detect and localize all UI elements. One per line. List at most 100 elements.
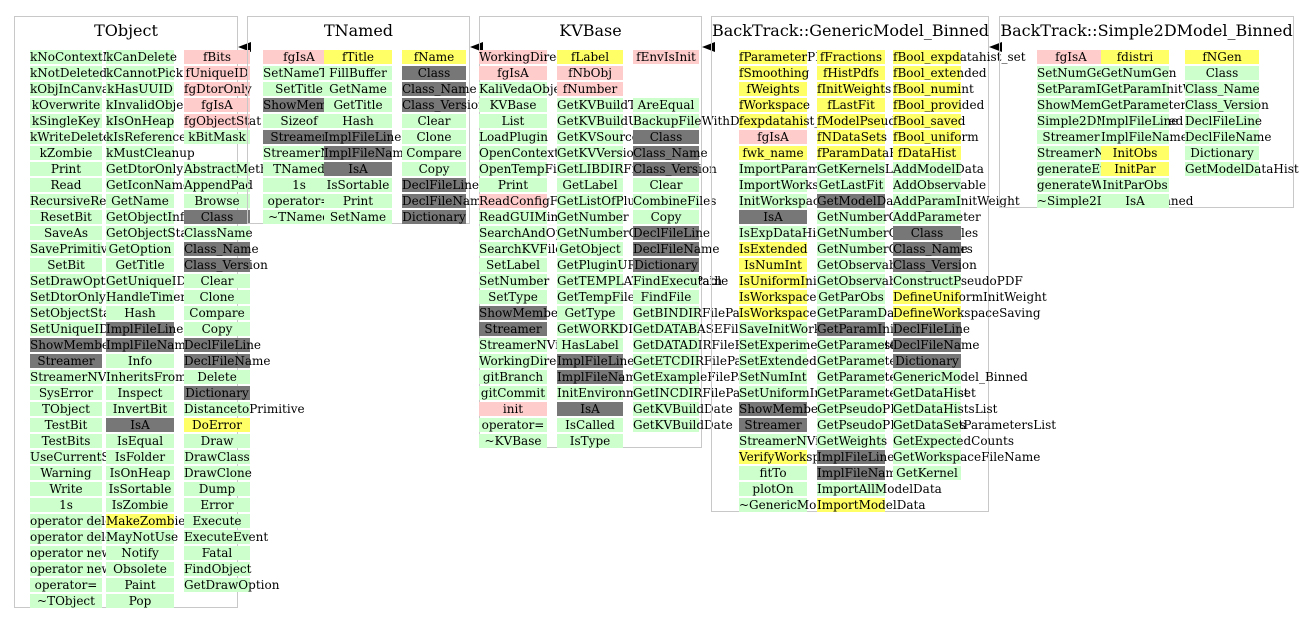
- member-cell: TObject: [30, 402, 102, 416]
- member-cell: fWorkspace: [739, 98, 811, 112]
- member-cell: AppendPad: [184, 178, 253, 192]
- member-cell: Streamer: [739, 418, 807, 432]
- member-cell: Dictionary: [633, 258, 699, 272]
- class-title: BackTrack::GenericModel_Binned: [712, 21, 990, 40]
- member-cell: HandleTimer: [106, 290, 187, 304]
- member-cell: ImplFileName: [557, 370, 644, 384]
- member-cell: GetParObs: [817, 290, 885, 304]
- member-cell: fgIsA: [263, 50, 335, 64]
- member-cell: KVBase: [479, 98, 547, 112]
- member-cell: OpenTempFile: [479, 162, 568, 176]
- member-cell: DeclFileLine: [402, 178, 480, 192]
- member-cell: DeclFileLine: [1185, 114, 1263, 128]
- member-cell: MakeZombie: [106, 514, 186, 528]
- member-cell: GetName: [324, 82, 392, 96]
- member-cell: Copy: [633, 210, 699, 224]
- member-cell: AddParameter: [893, 210, 981, 224]
- member-cell: Write: [30, 482, 102, 496]
- member-cell: GetObjectStat: [106, 226, 193, 240]
- member-cell: operator delete[]: [30, 530, 134, 544]
- member-cell: SaveInitWorkspace: [739, 322, 856, 336]
- member-cell: GetDataHist: [893, 386, 969, 400]
- member-cell: ImportWorkspace: [739, 178, 848, 192]
- member-cell: GetKVVersion: [557, 146, 642, 160]
- member-cell: Read: [30, 178, 102, 192]
- member-cell: TestBits: [30, 434, 102, 448]
- member-cell: fBool_expdatahist_set: [893, 50, 1026, 64]
- member-cell: GetParameterDistribution: [1101, 98, 1260, 112]
- member-cell: GetWorkspaceFileName: [893, 450, 1041, 464]
- member-cell: AddModelData: [893, 162, 984, 176]
- member-cell: ImplFileName: [1101, 130, 1188, 144]
- member-cell: SetBit: [30, 258, 102, 272]
- member-cell: GetTitle: [106, 258, 174, 272]
- member-cell: SetName: [324, 210, 392, 224]
- member-cell: SetParamDistribution: [1037, 82, 1169, 96]
- member-cell: gitCommit: [479, 386, 547, 400]
- member-cell: GetPluginURI: [557, 258, 642, 272]
- member-cell: IsA: [739, 210, 807, 224]
- member-cell: InitObs: [1101, 146, 1169, 160]
- member-cell: fParamDataHist: [817, 146, 915, 160]
- member-cell: AddObservable: [893, 178, 987, 192]
- member-cell: GetKVBuildDate: [633, 418, 733, 432]
- member-cell: Dictionary: [893, 354, 961, 368]
- class-title: BackTrack::Simple2DModel_Binned: [1000, 21, 1293, 40]
- member-cell: DeclFileName: [1185, 130, 1272, 144]
- member-cell: Warning: [30, 466, 102, 480]
- member-cell: ConstructPseudoPDF: [893, 274, 1023, 288]
- member-cell: GetINCDIRFilePath: [633, 386, 753, 400]
- member-cell: kHasUUID: [106, 82, 174, 96]
- member-cell: fNDataSets: [817, 130, 887, 144]
- member-cell: DoError: [184, 418, 250, 432]
- member-cell: GetNumberOfObservables: [817, 226, 978, 240]
- member-cell: MayNotUse: [106, 530, 179, 544]
- member-cell: IsA: [106, 418, 174, 432]
- member-cell: DeclFileLine: [184, 338, 262, 352]
- member-cell: fgIsA: [1037, 50, 1105, 64]
- member-cell: fName: [402, 50, 466, 64]
- member-cell: Execute: [184, 514, 250, 528]
- member-cell: StreamerNVirtual: [739, 434, 849, 448]
- member-cell: SetNumInt: [739, 370, 807, 384]
- member-cell: GetTitle: [324, 98, 392, 112]
- member-cell: ImplFileLine: [324, 130, 402, 144]
- member-cell: BackupFileWithDate: [633, 114, 759, 128]
- member-cell: Dictionary: [184, 386, 250, 400]
- member-cell: InitEnvironment: [557, 386, 657, 400]
- member-cell: fUniqueID: [184, 66, 250, 80]
- member-cell: SearchKVFile: [479, 242, 563, 256]
- member-cell: Streamer: [1037, 130, 1105, 144]
- member-cell: IsExpDataHistSet: [739, 226, 848, 240]
- member-cell: GetKVBuildUser: [557, 114, 658, 128]
- member-cell: CombineFiles: [633, 194, 717, 208]
- member-cell: Compare: [402, 146, 466, 160]
- member-cell: GetNumGen: [1101, 66, 1177, 80]
- member-cell: GetDtorOnly: [106, 162, 184, 176]
- member-cell: VerifyWorkspace: [739, 450, 842, 464]
- member-cell: DeclFileName: [893, 338, 980, 352]
- class-title: KVBase: [559, 21, 622, 40]
- member-cell: Class: [633, 130, 699, 144]
- member-cell: GetParametersForDataset: [817, 386, 976, 400]
- member-cell: kIsOnHeap: [106, 114, 175, 128]
- member-cell: FindExecutable: [633, 274, 729, 288]
- member-cell: AddParamInitWeight: [893, 194, 1020, 208]
- member-cell: GetKernel: [893, 466, 961, 480]
- member-cell: GetParamDataHist: [817, 306, 932, 320]
- member-cell: GetObservable: [817, 258, 908, 272]
- member-cell: fgDtorOnly: [184, 82, 252, 96]
- member-cell: init: [479, 402, 547, 416]
- member-cell: SetObjectStat: [30, 306, 116, 320]
- member-cell: InitParObs: [1101, 178, 1169, 192]
- member-cell: Class_Name: [893, 242, 968, 256]
- member-cell: DeclFileName: [402, 194, 489, 208]
- member-cell: ImplFileName: [817, 466, 904, 480]
- member-cell: fWeights: [739, 82, 807, 96]
- member-cell: SetExperimentalDataHist: [739, 338, 895, 352]
- member-cell: Dictionary: [1185, 146, 1259, 160]
- member-cell: fDataHist: [893, 146, 961, 160]
- member-cell: GetExpectedCounts: [893, 434, 1014, 448]
- member-cell: Clear: [184, 274, 250, 288]
- member-cell: List: [479, 114, 547, 128]
